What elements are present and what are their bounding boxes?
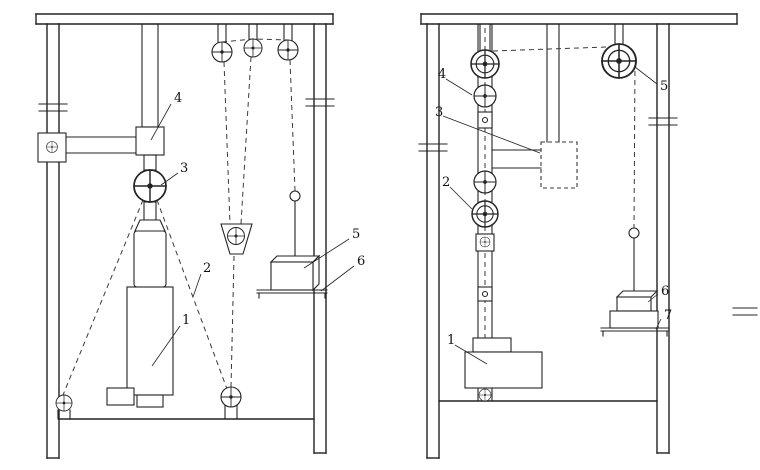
large-pulley-icon — [601, 43, 637, 79]
svg-text:2: 2 — [442, 175, 450, 190]
bolt-icon — [479, 236, 491, 248]
bolt-icon — [481, 116, 489, 124]
svg-text:1: 1 — [447, 333, 455, 348]
label-right-1: 1 — [447, 333, 488, 365]
weight-hanger — [600, 227, 670, 337]
break-marks — [418, 117, 758, 316]
left-components — [37, 23, 328, 420]
svg-text:5: 5 — [352, 227, 360, 242]
svg-text:3: 3 — [180, 161, 188, 176]
rope-block-to-floor-pulley — [230, 255, 235, 389]
left-labels: 4 3 2 1 5 6 — [150, 91, 365, 367]
floor-pulley-icon — [220, 386, 242, 408]
label-left-1: 1 — [151, 313, 190, 367]
pulley-icon — [277, 39, 299, 61]
svg-text:4: 4 — [174, 91, 182, 106]
floor-pulley-icon — [55, 394, 73, 412]
rope-v-right — [156, 199, 228, 390]
jack-body — [126, 286, 174, 396]
coupler — [135, 126, 165, 156]
base-block — [106, 387, 135, 406]
label-right-3: 3 — [435, 105, 541, 154]
svg-text:3: 3 — [435, 105, 443, 120]
right-figure: 4 3 2 1 5 6 7 — [418, 13, 758, 459]
pulley-icon — [227, 227, 245, 245]
right-components — [464, 23, 670, 402]
right-labels: 4 3 2 1 5 6 7 — [435, 66, 672, 365]
weight-hanger — [256, 190, 328, 299]
left-figure: 4 3 2 1 5 6 — [35, 13, 365, 459]
weight-block-lower — [609, 310, 659, 329]
svg-text:5: 5 — [660, 79, 668, 94]
pulley-icon — [471, 200, 499, 228]
hidden-bracket-outline — [540, 141, 578, 189]
drive-block-upper — [472, 337, 512, 353]
svg-text:7: 7 — [664, 308, 672, 323]
rope-v-left — [62, 199, 144, 396]
top-pulley-group — [211, 23, 299, 63]
jack-foot — [136, 394, 164, 408]
cylinder-neck — [134, 219, 166, 232]
cylinder-upper — [133, 230, 167, 288]
column-clamp — [477, 286, 493, 302]
svg-text:4: 4 — [438, 67, 446, 82]
right-frame — [418, 13, 758, 459]
pulley-icon — [133, 169, 167, 203]
label-left-6: 6 — [320, 254, 365, 292]
rope-to-block-right — [240, 56, 252, 225]
label-left-4: 4 — [150, 91, 182, 141]
column-mid — [143, 154, 157, 171]
wall-bracket — [37, 132, 67, 163]
break-marks — [38, 98, 335, 112]
svg-text:6: 6 — [661, 284, 669, 299]
left-frame — [35, 13, 335, 459]
label-left-5: 5 — [303, 227, 360, 269]
svg-text:1: 1 — [182, 313, 190, 328]
label-right-2: 2 — [442, 175, 473, 210]
label-left-3: 3 — [160, 161, 188, 186]
label-right-4: 4 — [438, 67, 473, 96]
svg-text:2: 2 — [203, 261, 211, 276]
pulley-icon — [473, 84, 497, 108]
label-right-6: 6 — [647, 284, 669, 303]
hanger-ring — [289, 190, 301, 202]
weight-block-upper — [616, 296, 652, 312]
pulley-icon — [243, 38, 263, 58]
piston-rod — [143, 201, 157, 221]
drive-block — [464, 351, 543, 389]
label-right-5: 5 — [634, 66, 668, 94]
label-right-7: 7 — [655, 308, 672, 330]
rope-to-weight — [289, 59, 296, 192]
pulley-icon — [211, 41, 233, 63]
svg-text:6: 6 — [357, 254, 365, 269]
left-ropes — [62, 38, 296, 396]
column-upper — [141, 23, 159, 128]
weight-top-face — [615, 290, 659, 298]
bolt-icon — [481, 290, 489, 298]
weight-top-face — [269, 255, 321, 263]
bolt-icon — [46, 141, 58, 153]
weight-side-face — [312, 254, 320, 292]
rope-top-horizontal — [492, 46, 608, 52]
pulley-icon — [470, 49, 500, 79]
rope-to-block-left — [223, 61, 231, 225]
column-clamp — [477, 111, 493, 129]
pulley-icon — [473, 170, 497, 194]
label-left-2: 2 — [192, 261, 211, 298]
rope-to-weight — [633, 61, 636, 229]
hanger-ring — [628, 227, 640, 239]
bolt-icon — [478, 388, 492, 402]
